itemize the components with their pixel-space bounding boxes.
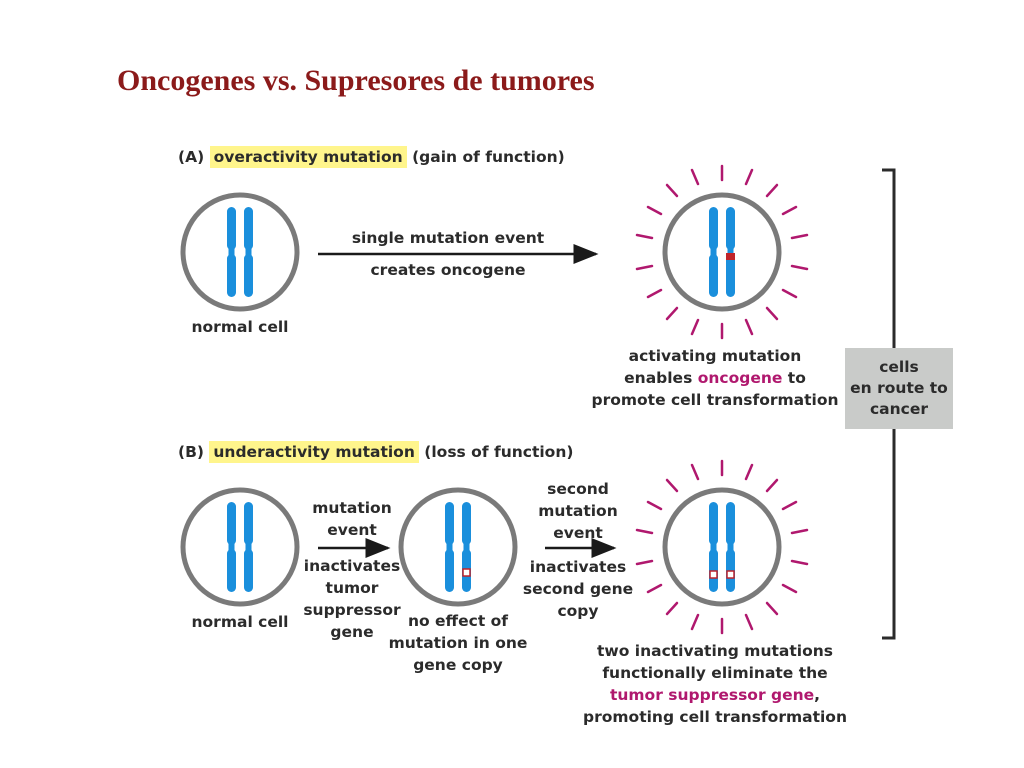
result-b-line4: promoting cell transformation xyxy=(583,708,847,726)
inactivating-mutation-mark-1 xyxy=(709,570,718,579)
result-a-line2: enables oncogene to xyxy=(624,369,806,387)
panel-a-header: (A) overactivity mutation (gain of funct… xyxy=(178,146,565,168)
burst-a xyxy=(635,164,809,340)
arrow-a-bottom-label: creates oncogene xyxy=(370,261,526,279)
cells-en-route-text: cells en route to cancer xyxy=(850,358,948,418)
burst-b xyxy=(635,459,809,635)
cell-oncogene xyxy=(665,195,779,309)
inactivating-mutation-mark-2 xyxy=(726,570,735,579)
page-title: Oncogenes vs. Supresores de tumores xyxy=(117,64,595,97)
arrow-b2-bottom-label: inactivates second gene copy xyxy=(522,558,634,620)
result-a-line1: activating mutation xyxy=(628,347,802,365)
activating-mutation-mark xyxy=(726,253,735,260)
result-b-line3: tumor suppressor gene, xyxy=(609,686,821,704)
cell-normal-a xyxy=(183,195,297,309)
result-a-caption: activating mutation enables oncogene to … xyxy=(580,345,850,411)
result-b-caption: two inactivating mutations functionally … xyxy=(574,640,856,728)
panel-a-suffix: (gain of function) xyxy=(412,148,565,166)
panel-b-highlight: underactivity mutation xyxy=(209,441,419,463)
result-a-line3: promote cell transformation xyxy=(591,391,839,409)
arrow-b2-top-label: second mutation event xyxy=(538,480,618,542)
normal-cell-label-a: normal cell xyxy=(191,318,289,336)
arrow-b1-top-label: mutation event xyxy=(312,499,392,539)
panel-b-letter: (B) xyxy=(178,443,204,461)
arrow-b1-bottom-label: inactivates tumor suppressor gene xyxy=(303,557,401,641)
cell-normal-b xyxy=(183,490,297,604)
arrow-a-top-label: single mutation event xyxy=(351,229,545,247)
panel-b-suffix: (loss of function) xyxy=(424,443,574,461)
oncogene-keyword: oncogene xyxy=(697,369,783,387)
normal-cell-label-b: normal cell xyxy=(191,613,289,631)
cell-one-copy xyxy=(401,490,515,604)
cells-en-route-box xyxy=(845,348,953,429)
inactivating-mutation-mark xyxy=(462,568,471,577)
panel-a-highlight: overactivity mutation xyxy=(209,146,407,168)
panel-a-letter: (A) xyxy=(178,148,205,166)
tumor-suppressor-keyword: tumor suppressor gene xyxy=(609,686,815,704)
result-b-line2: functionally eliminate the xyxy=(602,664,828,682)
result-b-line1: two inactivating mutations xyxy=(597,642,833,660)
panel-b-header: (B) underactivity mutation (loss of func… xyxy=(178,441,573,463)
cell-two-copies xyxy=(665,490,779,604)
middle-cell-caption: no effect of mutation in one gene copy xyxy=(388,612,528,674)
